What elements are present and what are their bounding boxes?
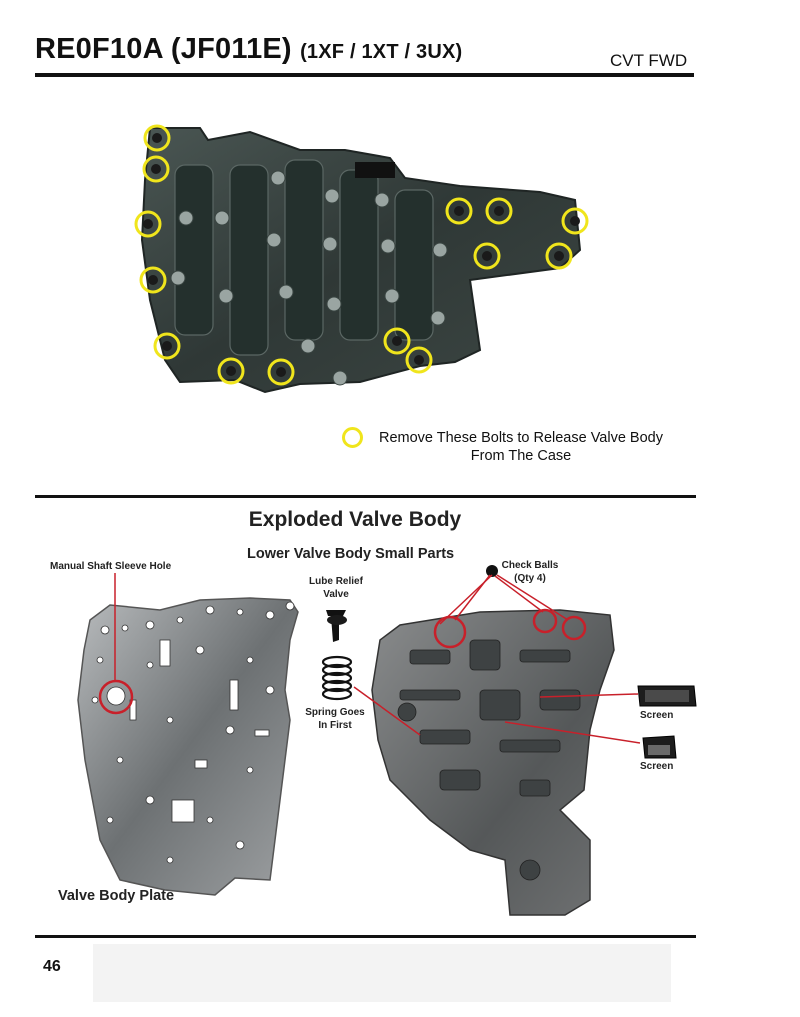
section-title: Exploded Valve Body: [248, 508, 462, 531]
label-screen-2: Screen: [640, 761, 674, 772]
label-manual-shaft: Manual Shaft Sleeve Hole: [50, 561, 172, 572]
label-lube-relief-line2: Valve: [323, 589, 349, 600]
section-rule: [35, 495, 696, 498]
label-check-balls-line1: Check Balls: [501, 560, 559, 571]
label-lube-relief: Lube Relief Valve: [296, 575, 376, 601]
page-title: RE0F10A (JF011E) (1XF / 1XT / 3UX): [35, 33, 462, 66]
plate-title: Valve Body Plate: [58, 888, 175, 904]
label-lube-relief-line1: Lube Relief: [309, 576, 363, 587]
label-screen-1: Screen: [640, 710, 674, 721]
header-rule: [35, 73, 694, 77]
legend-text: Remove These Bolts to Release Valve Body…: [371, 429, 671, 465]
upper-valve-body-image: [134, 124, 589, 394]
legend-line-1: Remove These Bolts to Release Valve Body: [379, 430, 663, 446]
label-check-balls: Check Balls (Qty 4): [490, 559, 570, 585]
label-spring: Spring Goes In First: [295, 706, 375, 732]
legend-line-2: From The Case: [470, 448, 572, 464]
transmission-type: CVT FWD: [610, 51, 688, 70]
small-parts-image: [321, 565, 498, 701]
page-number: 46: [43, 958, 61, 975]
label-check-balls-line2: (Qty 4): [514, 573, 546, 584]
footer-rule: [35, 935, 696, 938]
legend-circle-icon: [342, 427, 363, 448]
screens-image: [637, 685, 697, 759]
title-models: (1XF / 1XT / 3UX): [300, 41, 463, 63]
title-code: RE0F10A (JF011E): [35, 33, 292, 65]
label-spring-line2: In First: [318, 720, 352, 731]
footer-box: [93, 944, 671, 1002]
section-subtitle: Lower Valve Body Small Parts: [247, 546, 455, 562]
lower-valve-body-image: [353, 574, 641, 916]
valve-body-plate-image: [77, 573, 299, 896]
label-spring-line1: Spring Goes: [305, 707, 365, 718]
